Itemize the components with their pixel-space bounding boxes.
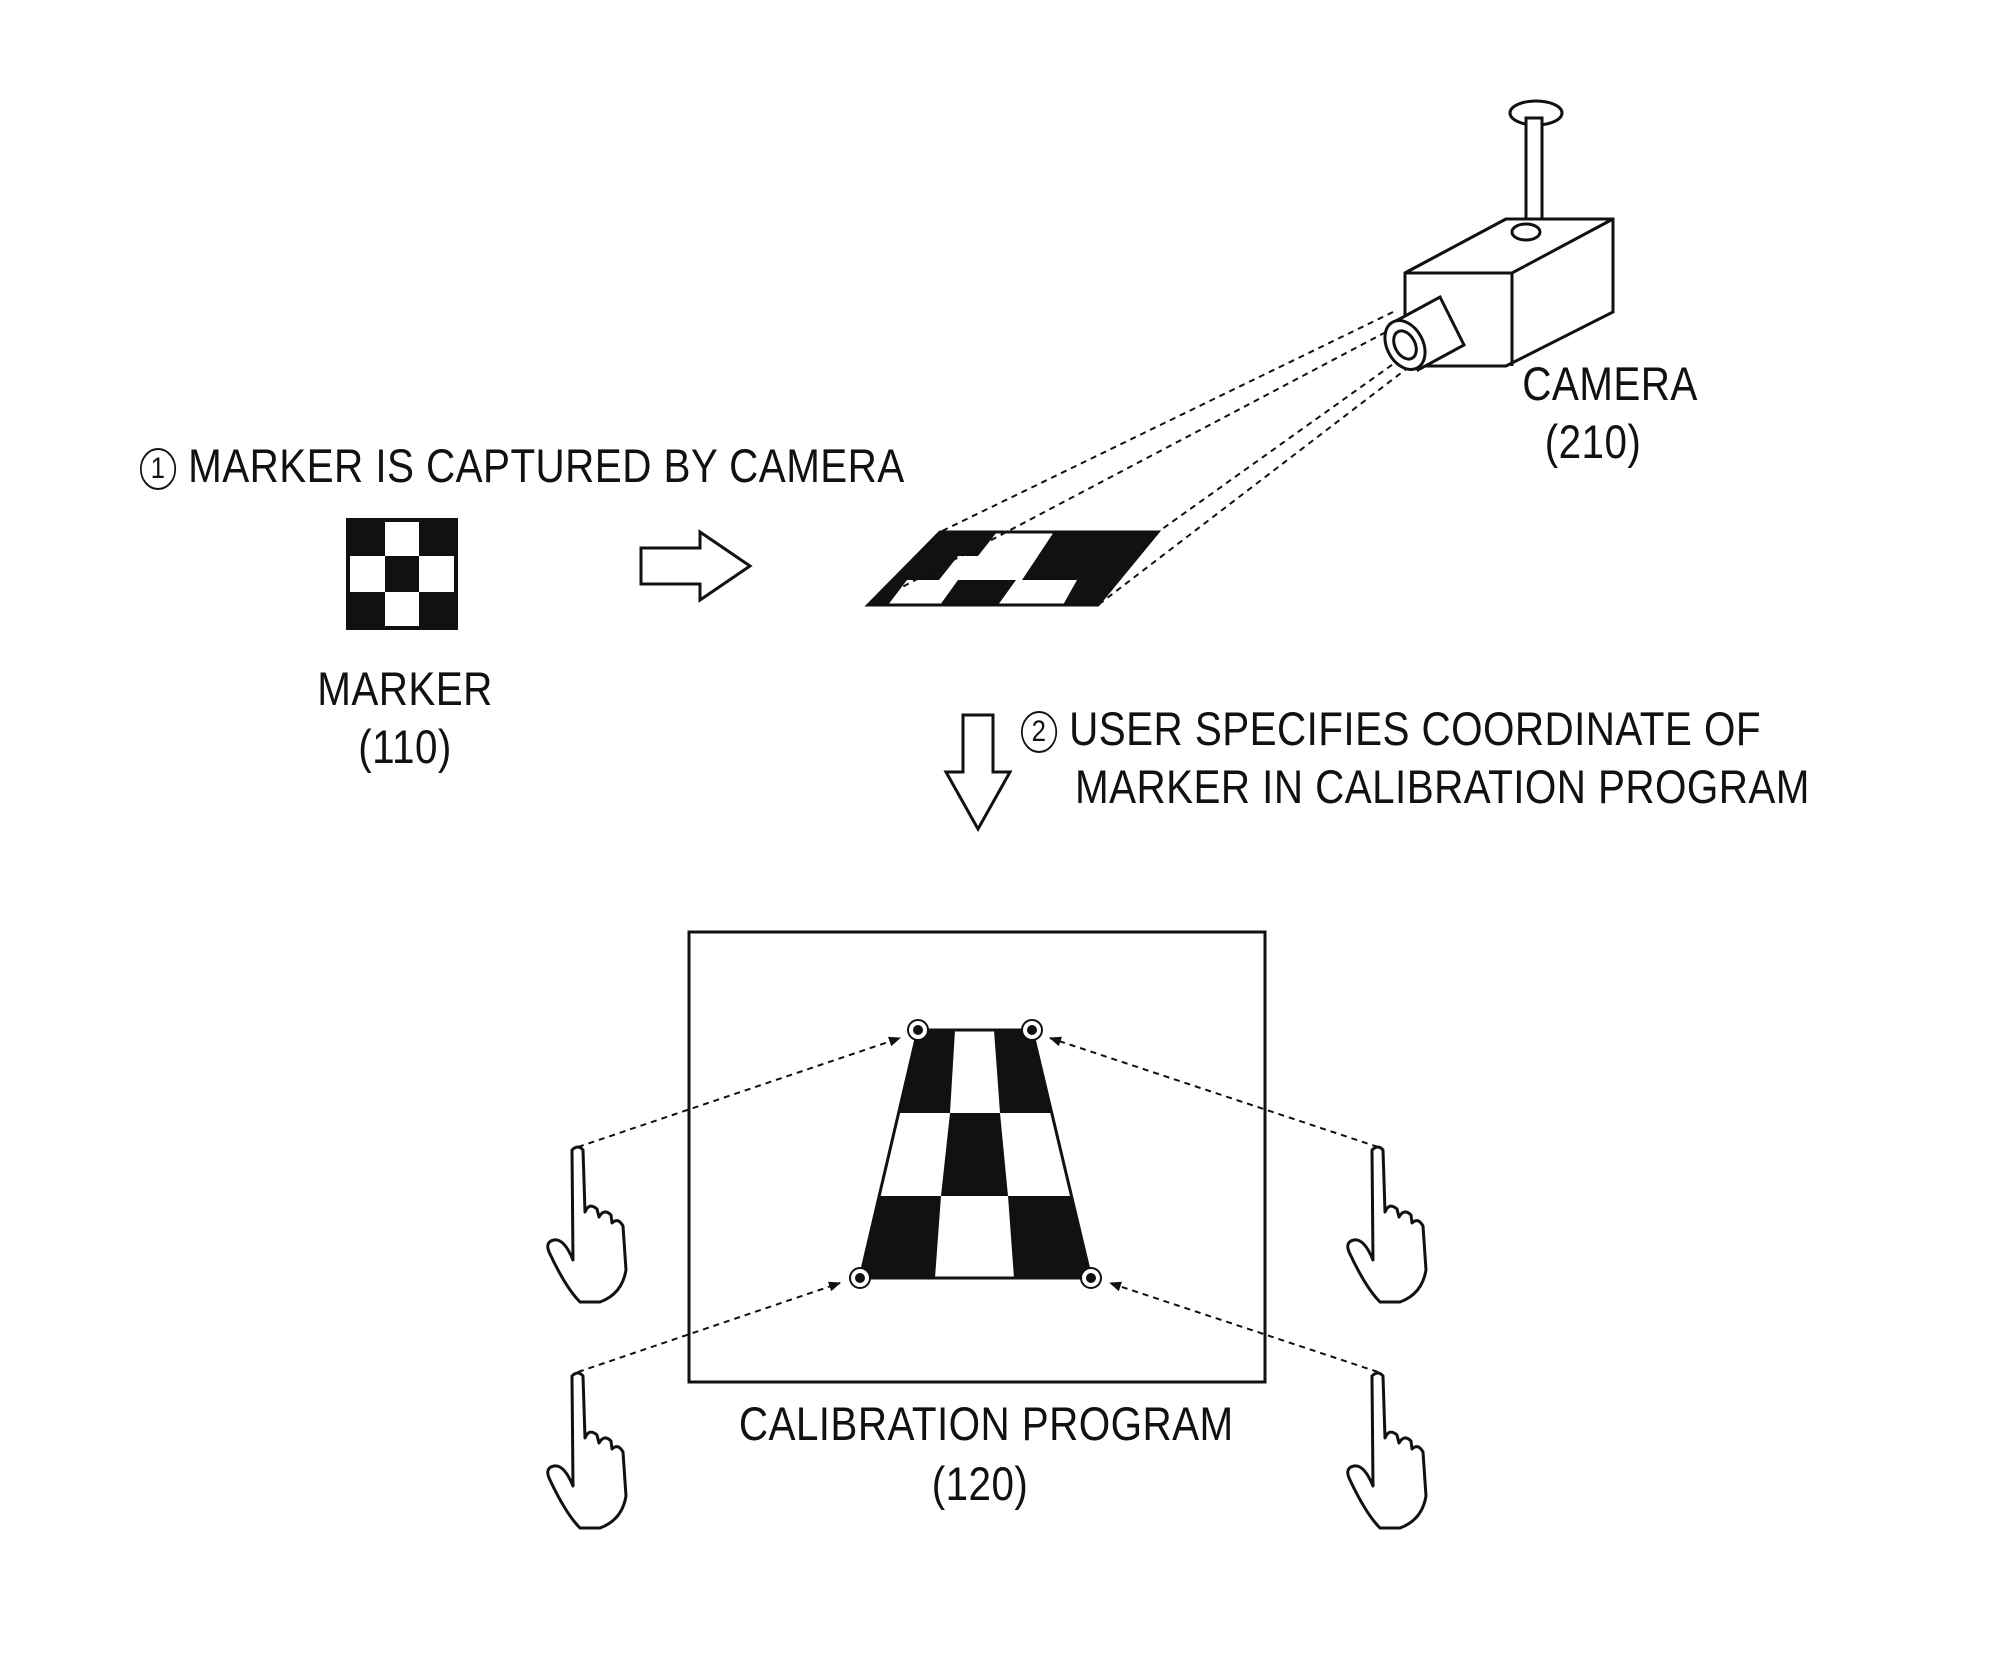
pointing-hand-icon-bottom-left [548,1373,626,1528]
step2-text-line1: USER SPECIFIES COORDINATE OF [1069,702,1761,755]
step2-text-line2: MARKER IN CALIBRATION PROGRAM [1075,758,1810,816]
down-arrow-icon [946,715,1010,829]
marker-checkerboard [348,520,456,628]
step2-number: 2 [1021,711,1057,753]
right-arrow-icon [641,532,750,600]
pointing-hand-icon-bottom-right [1348,1373,1426,1528]
step1-text: MARKER IS CAPTURED BY CAMERA [188,439,905,492]
pointing-hand-icon-top-right [1348,1147,1426,1302]
pointing-hand-icon-top-left [548,1147,626,1302]
step2-caption-line1: 2 USER SPECIFIES COORDINATE OF [1021,700,1761,758]
marker-ref: (110) [298,718,513,776]
camera-icon [1377,101,1613,376]
perspective-marker [868,532,1158,605]
marker-name: MARKER [298,660,513,718]
camera-ref: (210) [1490,413,1696,471]
calibration-program-ref: (120) [877,1455,1083,1513]
calibration-program-name: CALIBRATION PROGRAM [739,1395,1216,1453]
step1-number: 1 [140,448,176,490]
camera-name: CAMERA [1507,355,1713,413]
step1-caption: 1 MARKER IS CAPTURED BY CAMERA [140,437,905,495]
